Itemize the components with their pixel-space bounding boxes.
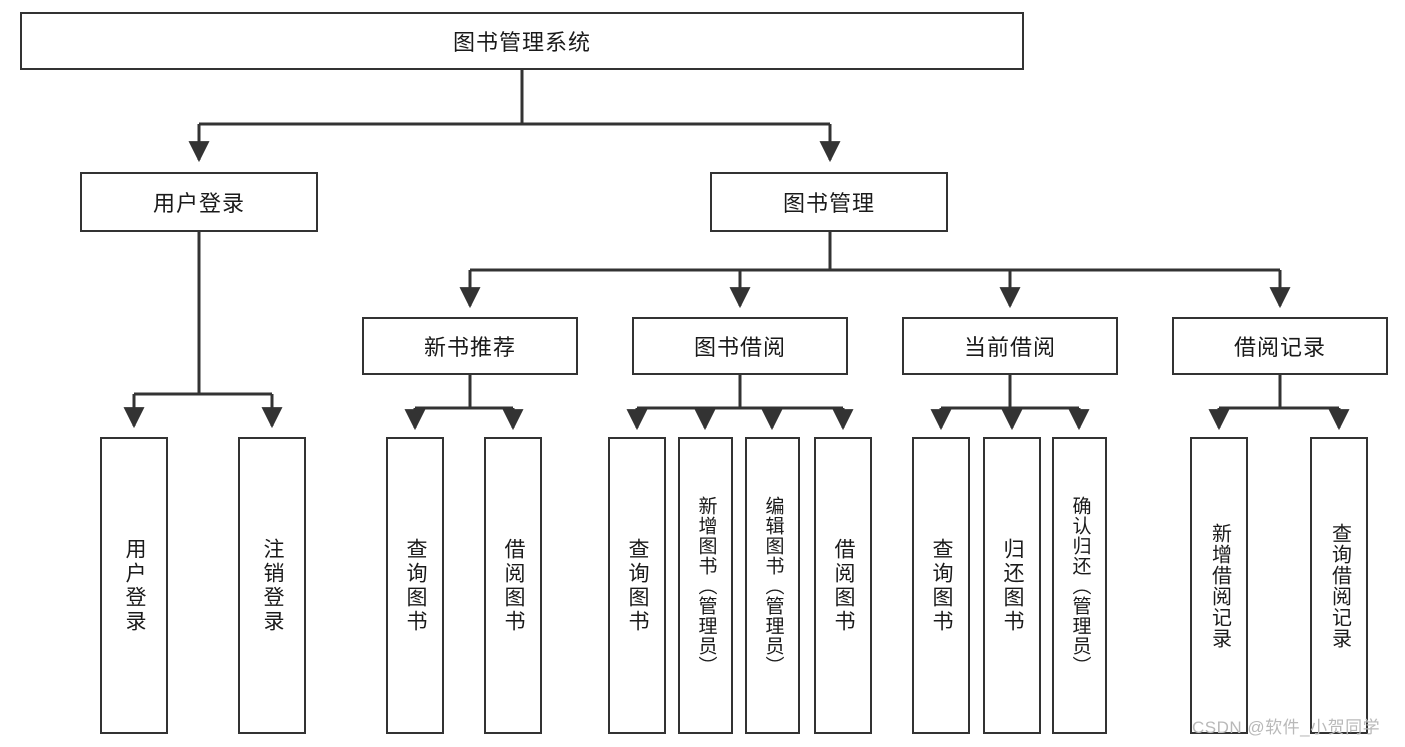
- node-leaf-query-book-1[interactable]: 查询图书: [386, 437, 444, 734]
- node-root-label: 图书管理系统: [452, 30, 591, 55]
- node-root[interactable]: 图书管理系统: [20, 12, 1024, 70]
- node-leaf-borrow-book-2-label: 借阅图书: [832, 537, 856, 634]
- node-leaf-borrow-book-1[interactable]: 借阅图书: [484, 437, 542, 734]
- node-leaf-borrow-book-1-label: 借阅图书: [502, 537, 526, 634]
- node-leaf-logout-login-label: 注销登录: [261, 537, 285, 634]
- node-leaf-add-borrow-record-label: 新增借阅记录: [1208, 522, 1231, 649]
- node-leaf-edit-book-admin-label: 编辑图书（管理员）: [762, 495, 784, 676]
- node-leaf-add-book-admin[interactable]: 新增图书（管理员）: [678, 437, 733, 734]
- node-leaf-edit-book-admin[interactable]: 编辑图书（管理员）: [745, 437, 800, 734]
- node-leaf-query-book-2-label: 查询图书: [626, 537, 650, 634]
- node-leaf-query-book-2[interactable]: 查询图书: [608, 437, 666, 734]
- node-leaf-user-login-label: 用户登录: [123, 537, 147, 634]
- node-new-book-recommend-label: 新书推荐: [423, 335, 516, 360]
- node-new-book-recommend[interactable]: 新书推荐: [362, 317, 578, 375]
- node-book-manage-label: 图书管理: [782, 191, 875, 216]
- node-user-login-label: 用户登录: [152, 191, 245, 216]
- node-current-borrow-label: 当前借阅: [963, 335, 1056, 360]
- node-borrow-record-label: 借阅记录: [1233, 335, 1326, 360]
- node-book-borrow-label: 图书借阅: [693, 335, 786, 360]
- csdn-watermark: CSDN @软件_小贺同学: [1192, 718, 1381, 737]
- node-leaf-return-book-label: 归还图书: [1001, 537, 1025, 634]
- node-leaf-confirm-return-admin[interactable]: 确认归还（管理员）: [1052, 437, 1107, 734]
- node-leaf-add-book-admin-label: 新增图书（管理员）: [695, 495, 717, 676]
- node-leaf-query-book-3-label: 查询图书: [930, 537, 954, 634]
- node-book-borrow[interactable]: 图书借阅: [632, 317, 848, 375]
- node-user-login[interactable]: 用户登录: [80, 172, 318, 232]
- node-leaf-query-borrow-record-label: 查询借阅记录: [1328, 522, 1351, 649]
- node-leaf-add-borrow-record[interactable]: 新增借阅记录: [1190, 437, 1248, 734]
- node-current-borrow[interactable]: 当前借阅: [902, 317, 1118, 375]
- node-leaf-user-login[interactable]: 用户登录: [100, 437, 168, 734]
- node-leaf-borrow-book-2[interactable]: 借阅图书: [814, 437, 872, 734]
- node-book-manage[interactable]: 图书管理: [710, 172, 948, 232]
- node-borrow-record[interactable]: 借阅记录: [1172, 317, 1388, 375]
- node-leaf-query-borrow-record[interactable]: 查询借阅记录: [1310, 437, 1368, 734]
- node-leaf-confirm-return-admin-label: 确认归还（管理员）: [1069, 495, 1091, 676]
- node-leaf-logout-login[interactable]: 注销登录: [238, 437, 306, 734]
- node-leaf-query-book-3[interactable]: 查询图书: [912, 437, 970, 734]
- node-leaf-return-book[interactable]: 归还图书: [983, 437, 1041, 734]
- node-leaf-query-book-1-label: 查询图书: [404, 537, 428, 634]
